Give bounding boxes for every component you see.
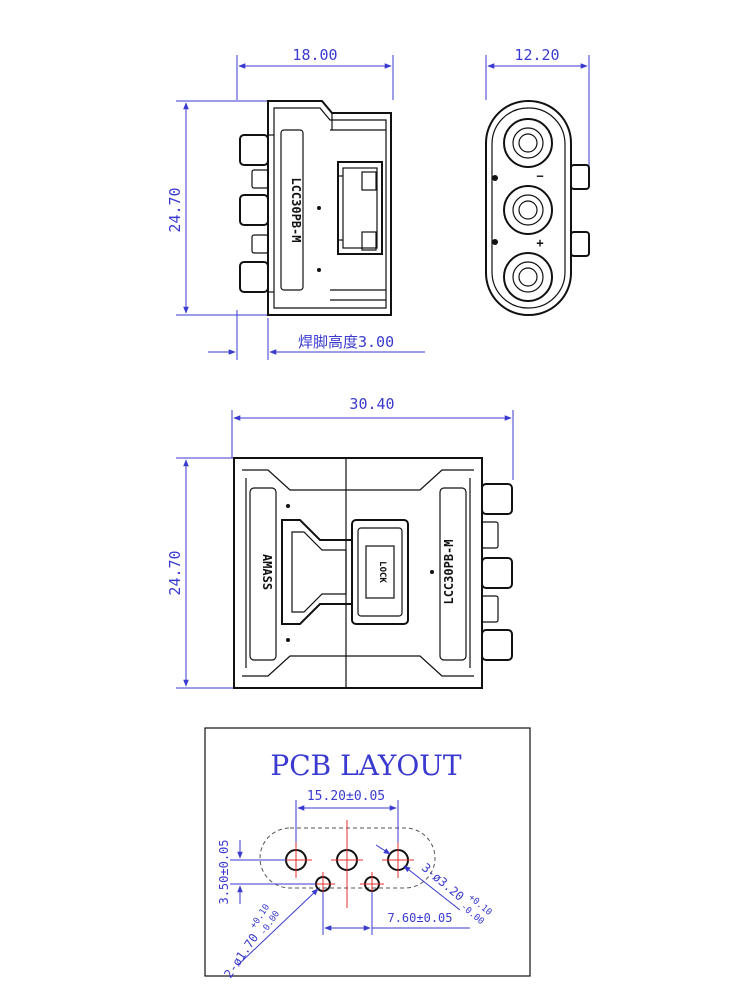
- contact-top: [503, 118, 553, 168]
- brand-marking: AMASS: [260, 554, 274, 590]
- lock-window-marking: LOCK: [377, 561, 387, 583]
- pcb-layout-title: PCB LAYOUT: [270, 749, 461, 782]
- small-hole-callout: 2-ø1.70: [221, 931, 261, 981]
- pitch-large-dimension: 15.20±0.05: [307, 789, 385, 804]
- contact-bottom: [503, 252, 553, 302]
- polarity-minus-symbol: −: [536, 169, 543, 183]
- end-width-dimension: 12.20: [514, 46, 559, 64]
- top-view: 30.40 24.70 AMASS LCC30PB-M LOCK: [166, 395, 514, 689]
- large-hole-callout: 3-ø3.20: [419, 861, 467, 904]
- top-part-marking: LCC30PB-M: [442, 539, 456, 604]
- pitch-small-dimension: 7.60±0.05: [387, 911, 452, 925]
- top-width-dimension: 30.40: [349, 395, 394, 413]
- solder-leg-height-label: 焊脚高度3.00: [298, 333, 394, 351]
- side-view: 18.00 24.70 焊脚高度3.00 LCC30PB-M: [166, 46, 425, 360]
- top-height-dimension: 24.70: [166, 550, 184, 595]
- polarity-plus-symbol: +: [536, 236, 543, 250]
- pcb-layout: PCB LAYOUT 15.20±0.05 3.50±0.05: [204, 727, 531, 981]
- side-height-dimension: 24.70: [166, 187, 184, 232]
- offset-vertical-dimension: 3.50±0.05: [217, 839, 231, 904]
- side-part-marking: LCC30PB-M: [289, 177, 303, 242]
- side-width-dimension: 18.00: [292, 46, 337, 64]
- end-view: 12.20 − +: [485, 46, 590, 316]
- contact-middle: [503, 185, 553, 235]
